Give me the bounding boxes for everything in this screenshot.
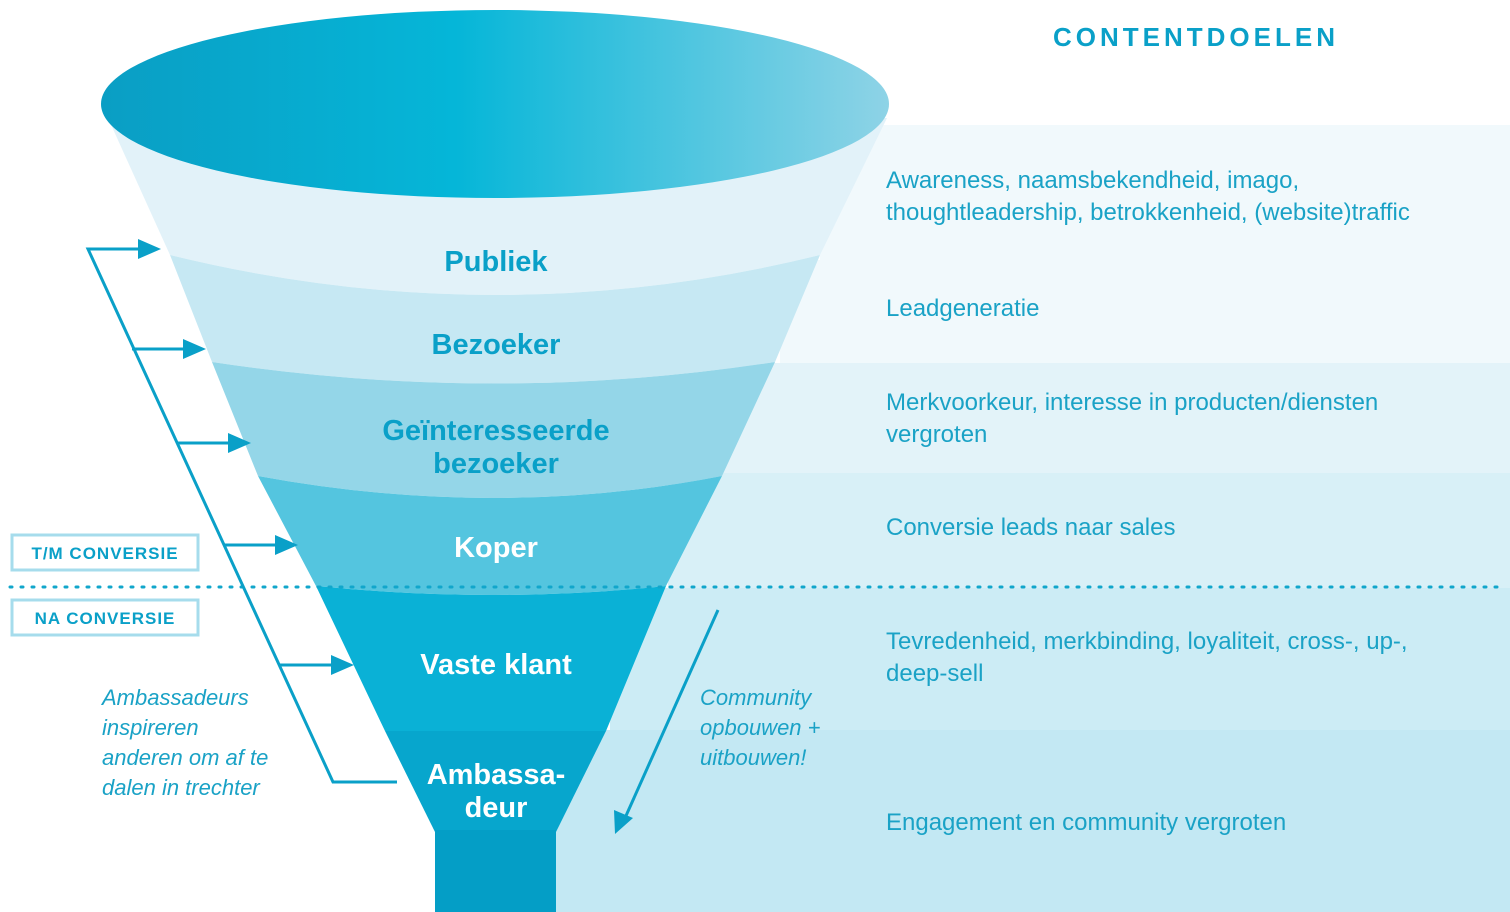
goal-band-1 [820, 125, 1510, 260]
arrowhead-icon [228, 433, 251, 453]
funnel-rim [101, 10, 889, 198]
goal-text-publiek-line-2: thoughtleadership, betrokkenheid, (websi… [886, 199, 1410, 226]
goal-text-vaste-klant-line-1: Tevredenheid, merkbinding, loyaliteit, c… [886, 628, 1408, 655]
stage-label-ambassa: Ambassa- [427, 759, 566, 791]
stage-label-koper: Koper [454, 532, 538, 564]
community-arrowhead-icon [614, 810, 633, 834]
goal-band-3 [720, 363, 1510, 473]
funnel-stem [435, 830, 556, 912]
goal-text-ambassadeur: Engagement en community vergroten [886, 809, 1286, 836]
funnel-band-ambassadeur [385, 731, 606, 832]
stage-label-geinteresseerde: Geïnteresseerde [382, 415, 609, 447]
community-note-line-2: opbouwen + [700, 715, 821, 740]
ambassador-note-line-1: Ambassadeurs [100, 685, 249, 710]
goal-bands [556, 125, 1510, 912]
arrowhead-icon [183, 339, 206, 359]
goal-text-koper: Conversie leads naar sales [886, 514, 1176, 541]
ambassador-note: Ambassadeurs inspireren anderen om af te… [100, 685, 268, 800]
after-conversion-box [10, 598, 200, 637]
funnel-band-geinteresseerde-bezoeker [212, 362, 775, 498]
stage-label-bezoeker: Bezoeker [432, 329, 561, 361]
arrowhead-icon [331, 655, 354, 675]
after-conversion-label: NA CONVERSIE [35, 609, 176, 628]
goal-text-geinteresseerde-line-1: Merkvoorkeur, interesse in producten/die… [886, 389, 1378, 416]
ambassador-note-line-2: inspireren [102, 715, 199, 740]
arrowhead-icon [275, 535, 298, 555]
goal-band-6 [556, 730, 1510, 912]
arrowhead-icon [138, 239, 161, 259]
goal-text-vaste-klant-line-2: deep-sell [886, 660, 983, 687]
goal-band-2 [780, 260, 1510, 363]
stage-label-deur: deur [465, 792, 528, 824]
goal-text-geinteresseerde-line-2: vergroten [886, 421, 987, 448]
ambassador-note-line-4: dalen in trechter [102, 775, 261, 800]
goals-heading: CONTENTDOELEN [1053, 22, 1339, 52]
stage-label-publiek: Publiek [444, 246, 548, 278]
funnel [101, 10, 889, 912]
goal-band-4 [668, 473, 1510, 588]
stage-label-bezoeker-2: bezoeker [433, 448, 559, 480]
community-note: Community opbouwen + uitbouwen! [700, 685, 821, 770]
before-conversion-label: T/M CONVERSIE [31, 544, 178, 563]
goal-band-5 [610, 588, 1510, 730]
before-conversion-box [10, 533, 200, 572]
community-arrow [623, 609, 720, 819]
ambassador-note-line-3: anderen om af te [102, 745, 268, 770]
feedback-arrowheads [138, 239, 354, 675]
community-note-line-1: Community [700, 685, 813, 710]
feedback-path [85, 247, 397, 784]
funnel-band-vaste-klant [316, 586, 666, 731]
goal-text-bezoeker: Leadgeneratie [886, 295, 1039, 322]
goals: Awareness, naamsbekendheid, imago, thoug… [886, 167, 1410, 836]
stage-label-vaste-klant: Vaste klant [420, 649, 572, 681]
ambassador-feedback-arrows [85, 247, 397, 784]
funnel-band-koper [258, 476, 722, 595]
goal-text-publiek-line-1: Awareness, naamsbekendheid, imago, [886, 167, 1299, 194]
funnel-band-bezoeker [170, 255, 820, 384]
stage-labels: Publiek Bezoeker Geïnteresseerde bezoeke… [382, 246, 609, 824]
community-note-line-3: uitbouwen! [700, 745, 806, 770]
